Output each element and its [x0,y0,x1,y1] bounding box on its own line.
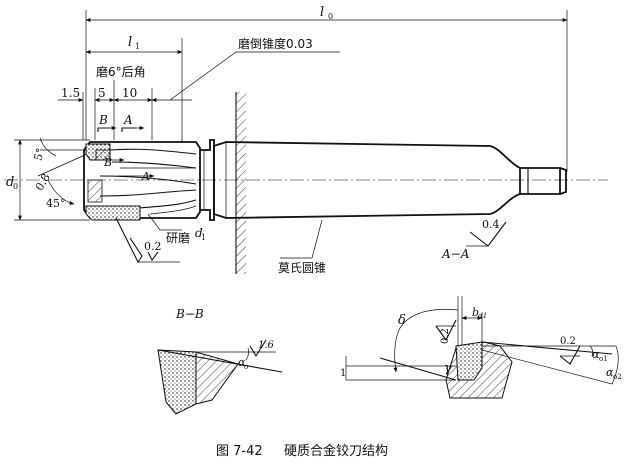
morse-taper-callout: 莫氏圆锥 [278,219,326,275]
caption-title: 硬质合金铰刀结构 [284,443,388,459]
figure-caption: 图 7-42 硬质合金铰刀结构 [216,443,388,459]
b-sub: α1 [478,312,487,320]
chamfer-width-label: 0.8 [33,171,53,193]
back-taper-callout: 磨倒锥度0.03 [169,36,340,101]
cutting-length-dim: l 1 [85,35,183,142]
section-bb: B−B α o 1.6 [157,307,283,415]
back-taper-label: 磨倒锥度0.03 [238,36,313,51]
alpha1-label: α [592,348,600,361]
overall-length-sub: 0 [328,12,333,21]
section-marks-top: B A [97,113,145,132]
lead-angle-label: 45° [46,197,66,210]
alpha1-sub: o1 [599,355,608,363]
main-view: l 0 l 1 磨倒锥度0.03 磨6°后角 1.5 [4,5,608,275]
diameter-d0-dim: d 0 [6,139,90,221]
neck-d1-label: d [195,226,203,240]
b-label: b [472,306,479,319]
one-label: 1 [340,368,346,379]
reamer-head [83,141,201,221]
cutting-length-label: l [128,35,132,50]
alpha2-label: α [606,366,614,379]
mark-a-label: A [123,113,133,127]
roughness-shank: 0.4 [466,218,507,247]
chamfer-angle-label: 5° [31,147,47,162]
diameter-d0-sub: 0 [13,182,18,191]
section-bb-title: B−B [175,307,204,321]
step-c-label: 10 [122,86,137,100]
roughness-grind-value: 0.2 [144,240,162,253]
section-aa-detail: δ b α1 0.2 γ 1 0.2 α o1 α o2 [340,296,622,399]
relief-grind-label: 磨6°后角 [96,65,146,79]
morse-taper-label: 莫氏圆锥 [278,261,326,275]
shank [213,141,567,219]
section-aa-title: A−A [441,247,470,261]
reamer-neck: d 1 [195,139,215,242]
cutting-length-sub: 1 [135,42,140,51]
overall-length-dim: l 0 [85,5,568,172]
neck-d1-sub: 1 [201,233,206,242]
overall-length-label: l [320,5,324,20]
mark-b-label: B [98,113,108,127]
bb-alpha-label: α [238,356,246,369]
aa-roughness-top: 0.2 [440,328,451,344]
bb-alpha-sub: o [244,363,248,371]
step-a-label: 1.5 [61,86,80,100]
step-b-label: 5 [98,86,106,100]
aa-roughness-side: 0.2 [560,336,576,347]
gamma-label: γ [444,361,452,376]
mark-b-small: B [103,156,112,169]
alpha2-sub: o2 [613,373,622,381]
caption-number: 图 7-42 [216,444,263,459]
mark-a-small: A [141,170,150,183]
delta-label: δ [398,313,406,328]
bb-roughness: 1.6 [258,340,275,351]
diameter-d0-label: d [6,175,14,190]
wall [235,92,246,274]
grind-label: 研磨 [166,231,190,245]
roughness-shank-value: 0.4 [482,218,500,231]
step-dims: 1.5 5 10 [58,80,192,140]
chamfer-angles: 5° 0.8 45° [31,137,97,210]
roughness-grind: 0.2 研磨 [115,213,190,264]
